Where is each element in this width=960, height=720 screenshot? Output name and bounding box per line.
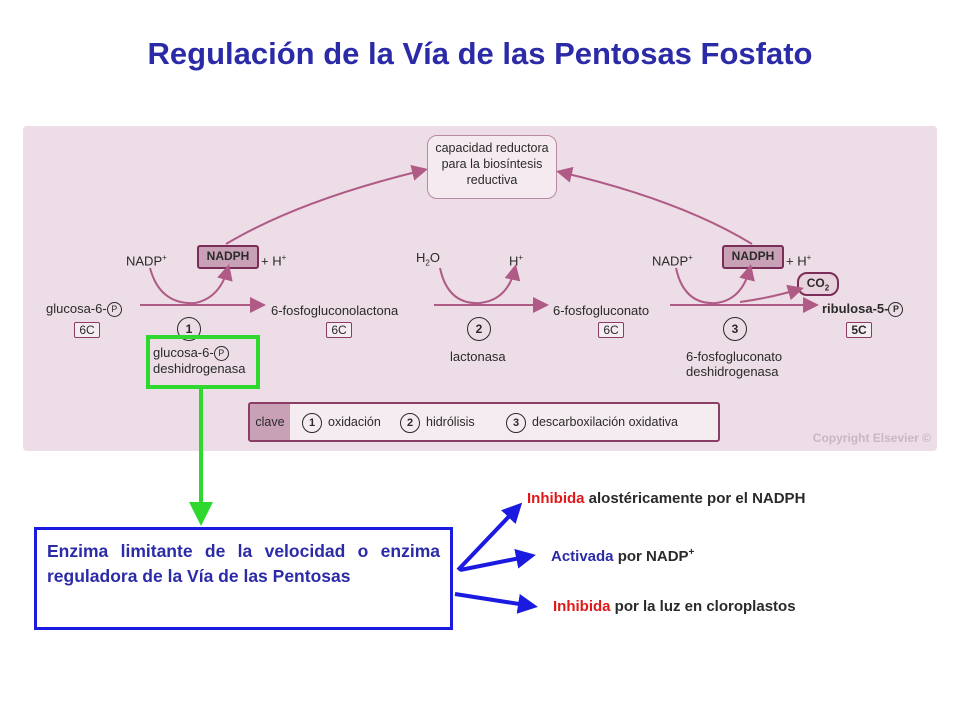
curve-nadp-2	[675, 264, 755, 305]
curve-h2o	[439, 264, 521, 305]
arrow-to-capacity-right	[556, 166, 753, 245]
phosphate-icon: P	[888, 302, 904, 318]
curve-co2	[739, 284, 804, 303]
carbon-count-5c: 5C	[846, 322, 872, 338]
carbon-count-6c-3: 6C	[598, 322, 624, 338]
page-title: Regulación de la Vía de las Pentosas Fos…	[147, 36, 813, 71]
enzyme-lactonasa: lactonasa	[450, 349, 506, 364]
regulation-inhibited-nadph: Inhibida alostéricamente por el NADPH	[527, 490, 806, 507]
blue-arrow-inhibited-nadph	[456, 502, 523, 572]
key-label: clave	[250, 404, 290, 440]
enzyme-highlight-box	[146, 335, 260, 389]
h2o-label: H2O	[416, 250, 440, 268]
phosphate-icon: P	[106, 302, 122, 318]
metabolite-6-fosfogluconato: 6-fosfogluconato	[553, 303, 650, 318]
co2-box: CO2	[797, 272, 839, 296]
nadp-label-1: NADP+	[126, 253, 167, 269]
carbon-count-6c-1: 6C	[74, 322, 100, 338]
blue-arrow-inhibited-light	[454, 592, 538, 614]
hplus-label-1: + H+	[261, 253, 287, 269]
regulation-activated-nadp: Activada por NADP+	[551, 547, 695, 565]
copyright-text: Copyright Elsevier ©	[812, 431, 931, 445]
metabolite-ribulosa-5-p: ribulosa-5-P	[822, 301, 904, 318]
metabolite-glucosa-6-p: glucosa-6-P	[46, 301, 122, 318]
regulation-inhibited-light: Inhibida por la luz en cloroplastos	[553, 598, 796, 615]
rate-limiting-enzyme-box: Enzima limitante de la velocidad o enzim…	[34, 527, 453, 630]
arrow-to-capacity-left	[225, 165, 428, 245]
hplus-label-2: H+	[509, 253, 524, 269]
step-2-circle: 2	[467, 317, 491, 341]
metabolite-6-fosfogluconolactona: 6-fosfogluconolactona	[271, 303, 399, 318]
step-3-circle: 3	[723, 317, 747, 341]
step-1-circle: 1	[177, 317, 201, 341]
curve-nadp-1	[149, 264, 233, 305]
nadp-label-2: NADP+	[652, 253, 693, 269]
hplus-label-3: + H+	[786, 253, 812, 269]
blue-arrow-activated-nadp	[459, 548, 536, 572]
carbon-count-6c-2: 6C	[326, 322, 352, 338]
